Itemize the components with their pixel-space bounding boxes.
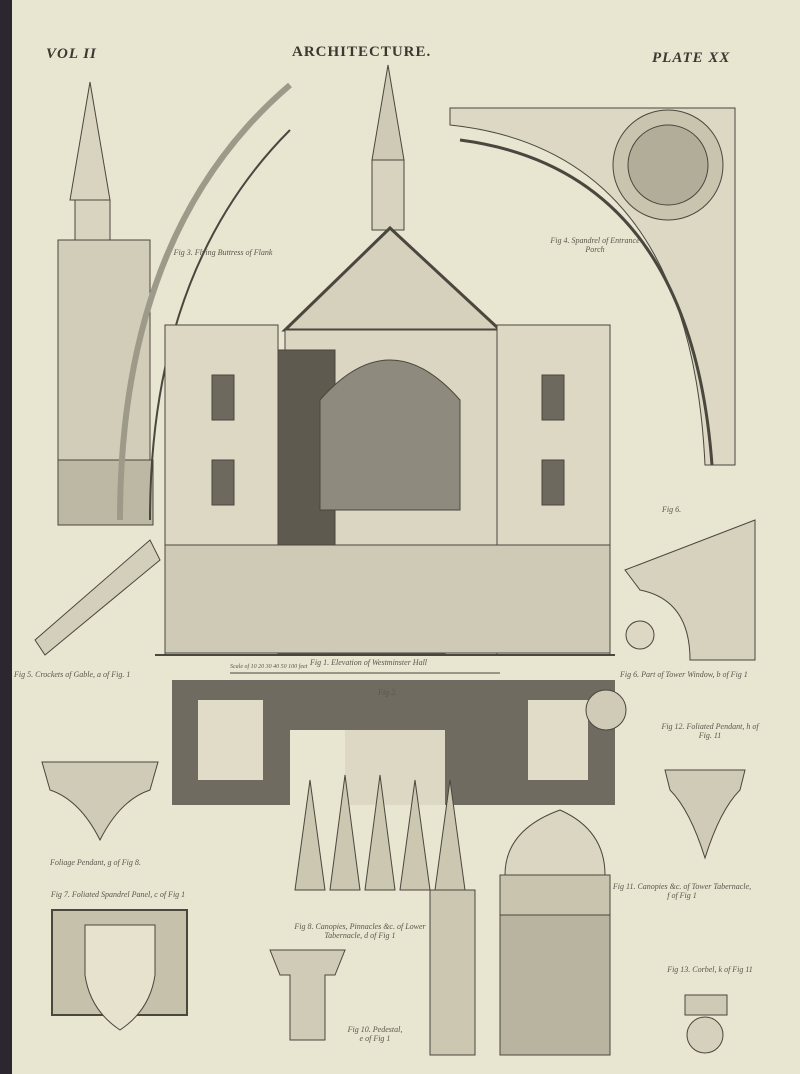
plate-title: ARCHITECTURE. [292,44,432,60]
fig12-pendant [664,769,746,860]
caption-fig12: Fig 12. Foliated Pendant, h of Fig. 11 [661,722,759,740]
fig5-crockets [34,539,161,656]
fig6-tower-window [624,519,756,661]
caption-fig2: Fig 2. [378,688,398,697]
fig13-corbel [684,994,728,1054]
caption-fig3: Fig 3. Flying Buttress of Flank [173,248,273,257]
plate-number: PLATE XX [652,50,731,66]
fig9-foliage-pendant [41,761,159,842]
fig8-canopies [294,774,476,1056]
fig3-flying-buttress [57,81,292,526]
fig11-tabernacle [499,809,611,1056]
caption-fig4: Fig 4. Spandrel of Entrance Porch [550,236,640,254]
caption-fig11: Fig 11. Canopies &c. of Tower Tabernacle… [612,882,752,900]
fig2-plan [172,680,627,805]
fig10-pedestal [269,949,346,1041]
caption-fig1: Fig 1. Elevation of Westminster Hall [310,658,428,667]
caption-fig8: Fig 8. Canopies, Pinnacles &c. of Lower … [294,922,426,940]
scale-label: Scale of 10 20 30 40 50 100 feet [230,664,308,670]
caption-fig9: Foliage Pendant, g of Fig 8. [50,858,141,867]
caption-fig6: Fig 6. Part of Tower Window, b of Fig 1 [620,670,748,679]
fig4-spandrel [449,107,736,466]
volume-label: VOL II [46,46,97,62]
caption-fig6-top: Fig 6. [662,505,682,514]
caption-fig10: Fig 10. Pedestal, e of Fig 1 [347,1025,403,1043]
caption-fig13: Fig 13. Corbel, k of Fig 11 [667,965,753,974]
fig7-panel [51,909,188,1031]
caption-fig5: Fig 5. Crockets of Gable, a of Fig. 1 [14,670,131,679]
frame-edge [0,0,12,1074]
caption-fig7: Fig 7. Foliated Spandrel Panel, c of Fig… [50,890,186,899]
fig1-elevation [155,64,615,656]
